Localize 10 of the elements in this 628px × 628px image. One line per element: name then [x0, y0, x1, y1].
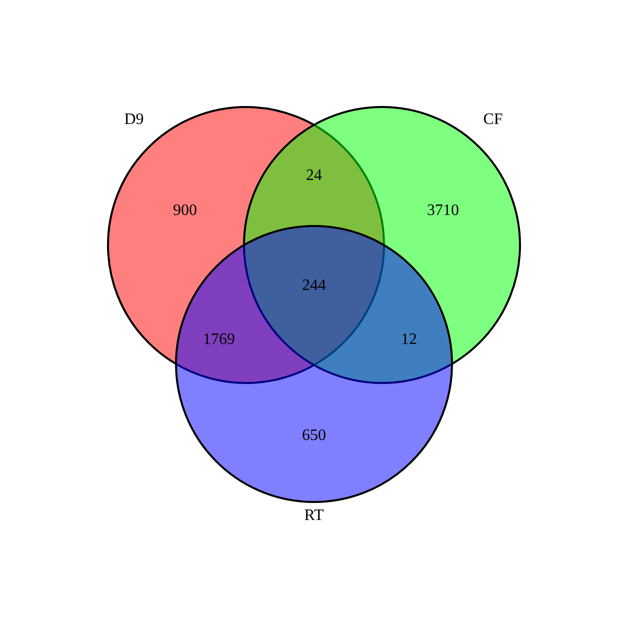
- region-count: 24: [306, 168, 322, 184]
- set-label: RT: [304, 508, 324, 524]
- region-count: 650: [302, 428, 326, 444]
- set-label: D9: [124, 112, 144, 128]
- region-count: 12: [401, 332, 417, 348]
- region-count: 244: [302, 278, 326, 294]
- region-count: 3710: [427, 203, 459, 219]
- region-count: 900: [173, 203, 197, 219]
- set-label: CF: [483, 112, 503, 128]
- region-count: 1769: [203, 332, 235, 348]
